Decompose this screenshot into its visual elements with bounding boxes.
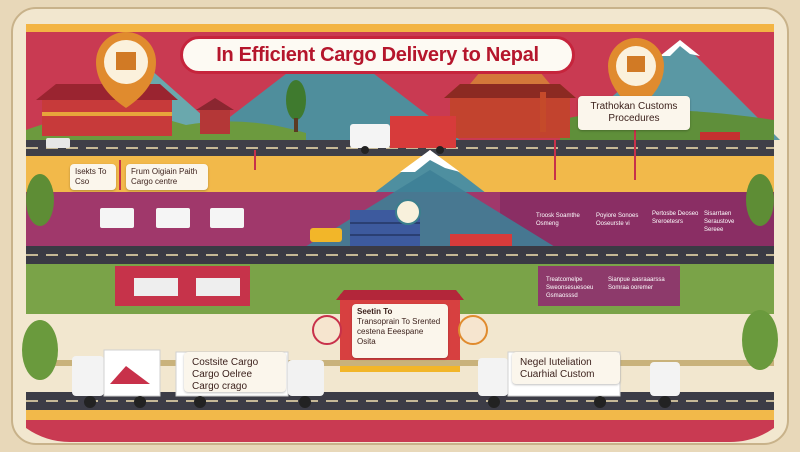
- notes-panel: [538, 266, 680, 306]
- ticket-body: Transoprain To Srented cestena Eeespane …: [357, 317, 441, 346]
- customs-label: Trathokan Customs Procedures: [578, 96, 690, 130]
- tree-1: [286, 80, 306, 120]
- temple-left-body: [42, 100, 172, 136]
- leads-label: Isekts To Cso: [70, 164, 116, 190]
- pagoda-body: [450, 98, 570, 138]
- truck-cab-1: [350, 124, 390, 148]
- flower-badge-icon: [312, 315, 342, 345]
- route-note-4: Sisarrtaen Seraustove Sereee: [704, 211, 735, 233]
- nepal-customs-sign: Negel Iuteliation Cuarhial Custom: [512, 352, 620, 384]
- truck-trailer-1: [390, 116, 456, 148]
- car-left: [46, 138, 70, 148]
- bottom-band: [26, 420, 774, 442]
- road-2: [26, 246, 774, 264]
- tree-badge-icon: [458, 315, 488, 345]
- pole: [540, 92, 546, 132]
- mountain-2: [200, 40, 460, 140]
- ship: [450, 234, 512, 246]
- page-title: In Efficient Cargo Delivery to Nepal: [180, 36, 575, 74]
- truck-left: [72, 349, 161, 408]
- ticket-title: Seetin To: [357, 307, 393, 316]
- pink-notes-2: Sianpue aasraaarssa Somraa ooremer: [608, 277, 665, 291]
- globe-badge: [395, 199, 421, 225]
- small-house: [200, 110, 230, 134]
- top-stripe: [26, 24, 774, 32]
- route-note-3: Pertosbe Deoseo Sreroetesrs: [652, 211, 699, 225]
- van-row: [100, 208, 244, 228]
- boat-1: [700, 132, 740, 140]
- snow-cap-2: [660, 40, 700, 56]
- ticket-card: Seetin To Transoprain To Srented cestena…: [352, 304, 448, 358]
- route-note-1: Troosk Soamthe Osmeng: [536, 213, 580, 227]
- package-pin-icon: [96, 32, 156, 108]
- taxi: [310, 228, 342, 242]
- box-icon: [608, 38, 664, 110]
- origin-label: Frum Oigiain Paith Cargo centre: [126, 164, 208, 190]
- route-note-2: Poyiore Sonoes Ooseurste vi: [596, 213, 639, 227]
- cargo-list-sign: Costsite Cargo Cargo Oelree Cargo crago: [184, 352, 286, 392]
- pink-notes: Treatcomelpe Sweonsesuesoeu Gsmaosssd: [546, 277, 594, 299]
